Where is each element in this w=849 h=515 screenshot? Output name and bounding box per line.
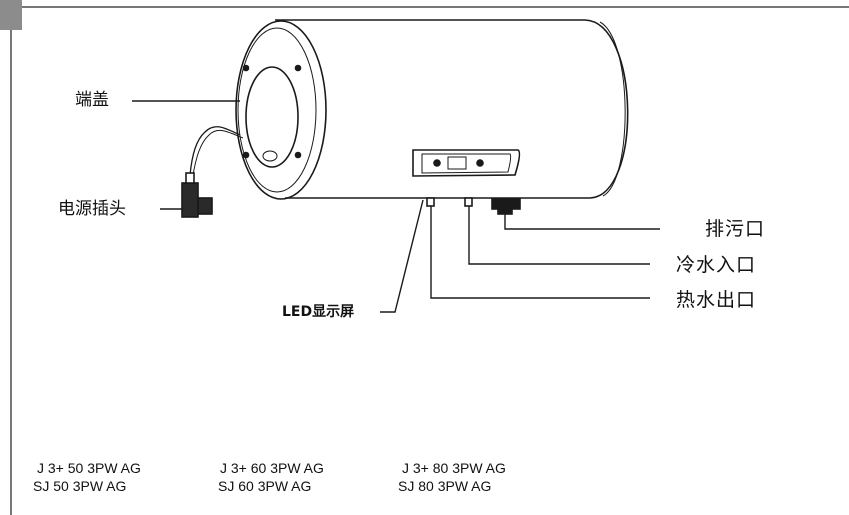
control-panel bbox=[412, 149, 521, 177]
power-cord bbox=[181, 126, 244, 218]
label-power-plug: 电源插头 bbox=[58, 199, 126, 219]
end-cap bbox=[235, 20, 327, 200]
model-name: SJ 50 3PW AG bbox=[33, 478, 127, 494]
model-name: SJ 60 3PW AG bbox=[218, 478, 312, 494]
label-led-display: LED显示屏 bbox=[282, 304, 355, 320]
model-column: J 3+ 80 3PW AG SJ 80 3PW AG bbox=[398, 459, 506, 495]
model-name: J 3+ 80 3PW AG bbox=[402, 460, 506, 476]
label-hot-water-outlet: 热水出口 bbox=[676, 289, 757, 311]
tank-body bbox=[275, 19, 629, 199]
bottom-fittings bbox=[426, 197, 521, 215]
label-drain-outlet: 排污口 bbox=[705, 218, 766, 240]
page-frame-left bbox=[10, 6, 12, 515]
model-column: J 3+ 60 3PW AG SJ 60 3PW AG bbox=[218, 459, 324, 495]
model-name: SJ 80 3PW AG bbox=[398, 478, 492, 494]
model-name: J 3+ 60 3PW AG bbox=[220, 460, 324, 476]
leader-lines bbox=[132, 100, 660, 313]
label-cold-water-inlet: 冷水入口 bbox=[676, 254, 757, 276]
model-name: J 3+ 50 3PW AG bbox=[37, 460, 141, 476]
page-frame-top bbox=[10, 6, 849, 8]
label-end-cap: 端盖 bbox=[75, 90, 109, 110]
corner-tab bbox=[0, 0, 22, 30]
model-column: J 3+ 50 3PW AG SJ 50 3PW AG bbox=[33, 459, 141, 495]
